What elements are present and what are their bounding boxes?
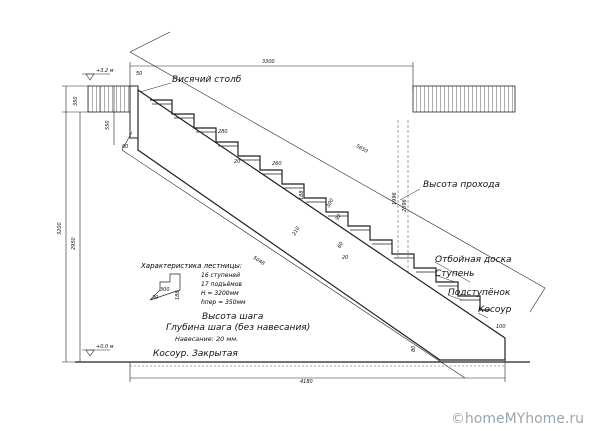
upper-floor-slab-right — [412, 85, 516, 113]
dim-50: 50 — [136, 71, 143, 77]
characteristics-block: Характеристика лестницы: 16 ступеней 17 … — [141, 262, 246, 308]
step-depth-label: Глубина шага (без навесания) — [166, 323, 311, 333]
nosing-label: Навесание: 20 мм. — [175, 335, 239, 343]
riser-label: Подступёнок — [448, 288, 511, 298]
dim-188: 188 — [299, 190, 305, 200]
upper-floor-slab-left — [87, 85, 131, 113]
dim-1996: 1996 — [392, 192, 398, 205]
sketch-dim-30: 30 — [152, 295, 159, 301]
dim-total-height: 3200 — [57, 222, 63, 235]
step-height-label: Высота шага — [202, 312, 264, 322]
dim-height-350: 350 — [73, 96, 79, 106]
characteristics-line: 16 ступеней — [201, 272, 241, 279]
step-label: Ступень — [435, 269, 475, 279]
dim-height-2950: 2950 — [71, 237, 77, 250]
dim-80: 80 — [122, 144, 129, 150]
sketch-dim-300: 300 — [160, 287, 170, 293]
characteristics-line: H = 3200мм — [201, 290, 239, 297]
hanging-post — [129, 85, 139, 139]
hanging-post-label: Висячий столб — [172, 75, 242, 85]
watermark: ©homeMYhome.ru — [450, 411, 584, 427]
stringer-type-label: Косоур. Закрытая — [153, 349, 238, 359]
passage-height-label: Высота прохода — [423, 180, 501, 190]
characteristics-line: 17 подъёмов — [201, 281, 242, 288]
dim-80b: 80 — [411, 345, 417, 352]
stringer-label: Косоур — [478, 305, 512, 315]
characteristics-title: Характеристика лестницы: — [141, 262, 243, 270]
dim-2096: 2096 — [402, 199, 408, 212]
sketch-dim-188: 188 — [175, 290, 181, 300]
level-zero: +0.0 м — [96, 344, 114, 350]
fender-board-label: Отбойная доска — [435, 255, 512, 265]
characteristics-line: hпер = 350мм — [201, 299, 246, 306]
dim-20: 20 — [234, 159, 241, 165]
dim-20: 20 — [342, 255, 349, 261]
level-top: +3.2 м — [96, 68, 114, 74]
stringer — [137, 88, 506, 361]
dim-280: 280 — [218, 129, 228, 135]
step-sketch — [149, 273, 181, 301]
dim-100: 100 — [496, 324, 506, 330]
steps — [150, 99, 490, 311]
dim-top-width: 3300 — [262, 59, 275, 65]
dim-260: 260 — [272, 161, 282, 167]
dim-height-550: 550 — [105, 120, 111, 130]
dim-bottom-width: 4180 — [300, 379, 313, 385]
